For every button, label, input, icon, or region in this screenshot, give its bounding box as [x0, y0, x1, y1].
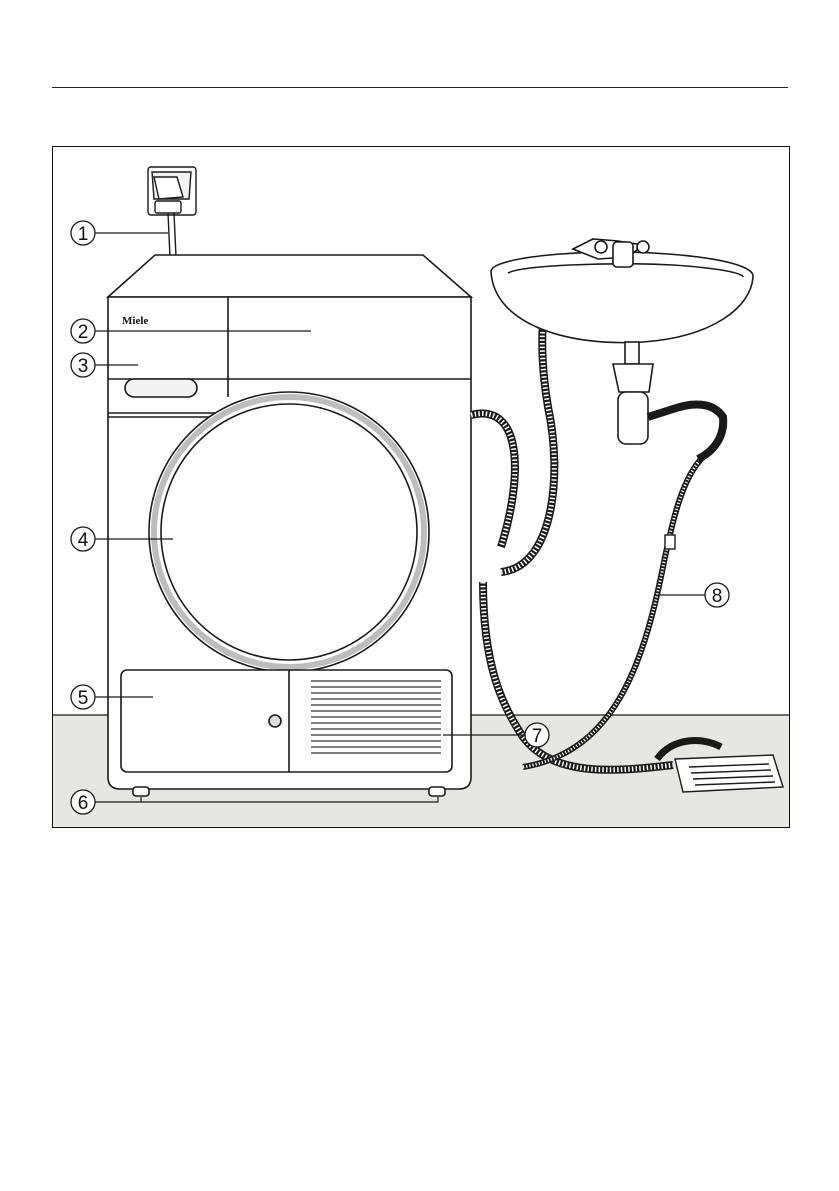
callout-label: 4: [78, 530, 89, 551]
sink-icon: [491, 239, 753, 444]
brand-logo: Miele: [122, 315, 148, 327]
dryer-diagram-figure: Miele: [52, 146, 790, 828]
callout-3: 3: [71, 353, 95, 377]
drain-hose: [471, 272, 673, 770]
callout-6: 6: [71, 790, 95, 814]
callout-label: 3: [78, 356, 89, 377]
callout-2: 2: [71, 319, 95, 343]
header-rule: [52, 87, 788, 88]
dryer-diagram-svg: Miele: [53, 147, 790, 828]
callout-1: 1: [71, 221, 95, 245]
callout-label: 5: [78, 688, 89, 709]
callout-label: 2: [78, 322, 89, 343]
callout-label: 7: [532, 726, 543, 747]
callout-8: 8: [705, 583, 729, 607]
wall-socket-icon: [148, 167, 196, 257]
tumble-dryer: [108, 255, 471, 796]
callout-5: 5: [71, 685, 95, 709]
callout-4: 4: [71, 527, 95, 551]
callout-7: 7: [525, 723, 549, 747]
callout-label: 1: [78, 224, 89, 245]
callout-label: 8: [712, 586, 723, 607]
callout-label: 6: [78, 793, 89, 814]
